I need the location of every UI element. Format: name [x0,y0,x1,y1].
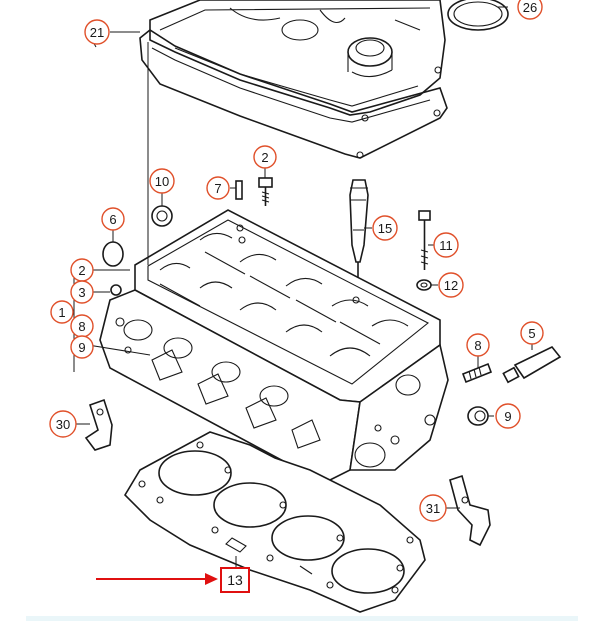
highlight-arrow [96,573,218,585]
callout-31[interactable]: 31 [419,494,447,522]
svg-text:11: 11 [439,238,453,253]
callout-2-left[interactable]: 2 [70,258,94,282]
ring-seal [447,0,509,31]
callout-30[interactable]: 30 [49,410,77,438]
callout-5[interactable]: 5 [520,321,544,345]
svg-text:2: 2 [78,263,85,278]
bracket-left [84,398,113,451]
svg-text:15: 15 [378,221,392,236]
sealant-tube [502,346,562,384]
callout-11[interactable]: 11 [433,232,459,258]
svg-text:12: 12 [444,278,458,293]
bottom-strip [26,616,578,621]
callout-9-right[interactable]: 9 [495,403,521,429]
callout-21[interactable]: 21 [84,19,110,45]
svg-text:13: 13 [227,572,243,588]
svg-text:2: 2 [261,150,268,165]
o-ring [102,241,124,267]
sealing-plug [467,406,489,426]
cover-gasket [139,29,448,159]
cylinder-head-gasket [123,431,426,613]
svg-text:31: 31 [426,501,440,516]
stud-bolt [418,210,431,270]
cylinder-head [99,209,449,481]
callout-9-left[interactable]: 9 [70,335,94,359]
dowel-pin [235,180,243,200]
svg-text:30: 30 [56,417,70,432]
bracket-right [449,474,491,547]
highlight-label-13[interactable]: 13 [220,567,250,593]
svg-text:7: 7 [214,181,221,196]
cylinder-head-cover [149,0,446,122]
callout-26[interactable]: 26 [517,0,543,20]
svg-text:10: 10 [155,174,169,189]
svg-text:5: 5 [528,326,535,341]
callout-3[interactable]: 3 [70,280,94,304]
callout-8-left[interactable]: 8 [70,314,94,338]
callout-15[interactable]: 15 [372,215,398,241]
svg-text:9: 9 [78,340,85,355]
svg-text:9: 9 [504,409,511,424]
callout-7[interactable]: 7 [206,176,230,200]
callout-12[interactable]: 12 [438,272,464,298]
svg-text:8: 8 [78,319,85,334]
threaded-plug [461,362,493,384]
callout-10[interactable]: 10 [149,168,175,194]
callout-6[interactable]: 6 [101,207,125,231]
bolt [258,177,273,206]
callout-1[interactable]: 1 [50,300,74,324]
sealing-ring [110,284,122,296]
callout-2-top[interactable]: 2 [253,145,277,169]
callout-8-right[interactable]: 8 [466,333,490,357]
injector [349,179,369,278]
svg-text:21: 21 [90,25,104,40]
svg-text:26: 26 [523,0,537,15]
svg-text:6: 6 [109,212,116,227]
oil-seal [151,205,173,227]
svg-text:8: 8 [474,338,481,353]
svg-text:1: 1 [58,305,65,320]
washer [416,279,432,291]
svg-text:3: 3 [78,285,85,300]
